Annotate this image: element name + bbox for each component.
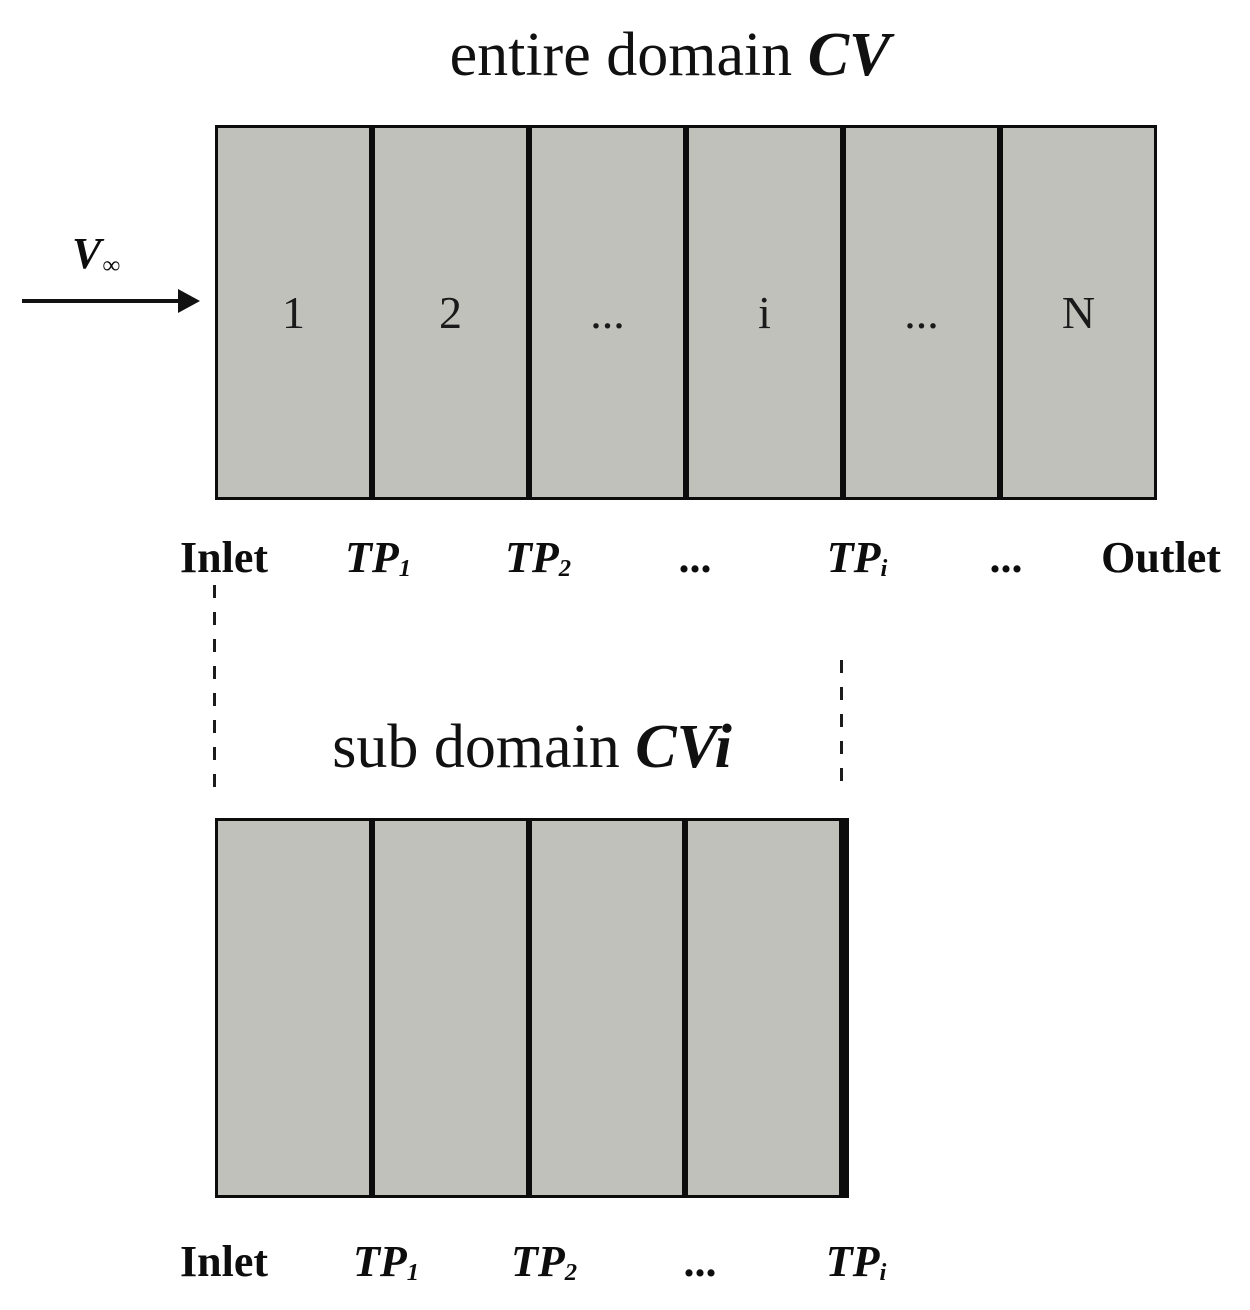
boundary-label-tp1-bottom: TP1 [353,1236,419,1287]
boundary-label-tpi-bottom: TPi [826,1236,887,1287]
boundary-label-dots1-top: ... [678,533,712,582]
tpi-bottom-sub: i [879,1259,887,1287]
boundary-label-tp2-top: TP2 [505,532,571,583]
entire-domain-title-symbol: CV [807,21,891,89]
projection-dashed-line-left [213,585,216,787]
boundary-label-tp1-top: TP1 [345,532,411,583]
cv-cell-1: 1 [218,128,375,497]
tp2-bottom-sub: 2 [564,1259,578,1287]
sub-domain-title-symbol: CVi [635,713,732,781]
tp1-bottom-sub: 1 [406,1259,420,1287]
tpi-top-main: TP [826,533,881,582]
entire-domain-title: entire domain CV [160,20,1180,91]
boundary-label-inlet-bottom: Inlet [180,1237,268,1286]
tpi-bottom-main: TP [825,1237,880,1286]
boundary-label-dots-bottom: ... [683,1237,717,1286]
tp1-top-sub: 1 [398,555,412,583]
projection-dashed-line-right [840,660,843,787]
cv-cell-ellipsis-a-label: ... [590,287,625,338]
entire-domain-title-text: entire domain [449,21,808,89]
cvi-cell-2 [374,821,532,1195]
flow-arrow-shaft [22,299,180,303]
velocity-symbol: V [72,229,102,278]
tp2-top-sub: 2 [558,555,572,583]
cv-cell-n: N [1003,128,1154,497]
cv-cell-1-label: 1 [282,287,305,338]
tp1-top-main: TP [344,533,399,582]
tp2-top-main: TP [504,533,559,582]
flow-arrow [22,289,200,313]
boundary-label-tp2-bottom: TP2 [511,1236,577,1287]
cvi-cell-3 [531,821,689,1195]
cv-cell-i: i [689,128,846,497]
cv-cell-n-label: N [1061,287,1096,338]
tp2-bottom-main: TP [510,1237,565,1286]
boundary-label-outlet-top: Outlet [1101,533,1221,582]
cvi-cell-1 [218,821,375,1195]
cv-cell-ellipsis-b: ... [846,128,1003,497]
cv-cell-2-label: 2 [439,287,462,338]
sub-domain-rect [215,818,849,1198]
cv-cell-ellipsis-a: ... [532,128,689,497]
cv-cell-ellipsis-b-label: ... [904,287,939,338]
cv-cell-i-label: i [758,287,771,338]
cv-cell-2: 2 [375,128,532,497]
entire-domain-rect: 1 2 ... i ... N [215,125,1157,500]
infinity-subscript: ∞ [102,252,121,280]
sub-domain-title: sub domain CVi [215,712,849,783]
sub-domain-title-text: sub domain [332,713,636,781]
tp1-bottom-main: TP [352,1237,407,1286]
freestream-velocity-label: V∞ [72,228,121,280]
tpi-top-sub: i [880,555,888,583]
flow-arrow-head-icon [178,289,200,313]
boundary-label-dots2-top: ... [989,533,1023,582]
boundary-label-inlet-top: Inlet [180,533,268,582]
boundary-label-tpi-top: TPi [827,532,888,583]
cvi-cell-4 [688,821,839,1195]
